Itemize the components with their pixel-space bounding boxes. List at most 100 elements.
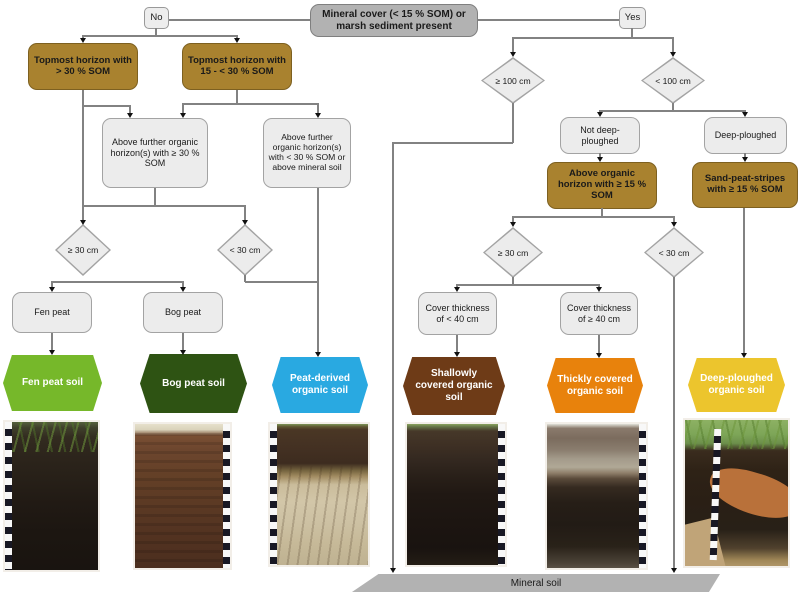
connector-line (154, 188, 156, 206)
cover-ge100-diamond: ≥ 100 cm (481, 57, 545, 104)
connector-line (456, 335, 458, 352)
result-peat-derived-organic-soil: Peat-derived organic soil (272, 357, 368, 413)
arrow-head (596, 156, 603, 162)
connector-line (83, 205, 245, 207)
arrow-head (509, 221, 516, 227)
connector-line (512, 37, 514, 52)
arrow-head (509, 51, 516, 57)
arrow-head (595, 286, 602, 292)
connector-line (183, 103, 318, 105)
arrow-head (79, 37, 86, 43)
arrow-head (233, 37, 240, 43)
connector-line (457, 284, 599, 286)
soil-banding (135, 432, 230, 568)
connector-line (393, 142, 513, 144)
connector-line (83, 105, 130, 107)
branch-yes-box: Yes (619, 7, 646, 29)
thickness-lt30-right-diamond: < 30 cm (644, 227, 704, 278)
connector-line (513, 37, 673, 39)
arrow-head (389, 567, 396, 573)
connector-line (155, 28, 157, 35)
arrow-head (48, 286, 55, 292)
connector-line (83, 35, 237, 37)
arrow-head (453, 286, 460, 292)
arrow-head (314, 351, 321, 357)
connector-line (598, 284, 600, 287)
connector-line (478, 19, 619, 21)
connector-line (244, 205, 246, 220)
connector-line (317, 103, 319, 113)
connector-line (244, 275, 246, 282)
connector-line (673, 216, 675, 222)
arrow-head (670, 221, 677, 227)
arrow-head (596, 111, 603, 117)
cover-thickness-lt40-box: Cover thickness of < 40 cm (418, 292, 497, 335)
connector-line (236, 90, 238, 104)
measuring-tape (5, 422, 12, 570)
arrow-head (741, 111, 748, 117)
connector-line (245, 281, 318, 283)
deep-ploughed-organic-soil-profile-photo (683, 418, 790, 568)
measuring-tape (270, 424, 277, 565)
mineral-soil-bar: Mineral soil (352, 574, 720, 592)
connector-line (744, 153, 746, 157)
bog-peat-soil-profile-photo (133, 422, 232, 570)
connector-line (672, 103, 674, 111)
connector-line (598, 335, 600, 353)
measuring-tape (223, 424, 230, 568)
above-organic-ge15-box: Above organic horizon with ≥ 15 % SOM (547, 162, 657, 209)
connector-line (82, 90, 84, 220)
connector-line (743, 208, 745, 353)
arrow-head (670, 567, 677, 573)
cover-lt100-diamond: < 100 cm (641, 57, 705, 104)
result-shallowly-covered-organic-soil: Shallowly covered organic soil (403, 357, 505, 415)
topmost-horizon-gt30-box: Topmost horizon with > 30 % SOM (28, 43, 138, 90)
connector-line (317, 188, 319, 352)
measuring-tape (639, 424, 646, 568)
connector-line (512, 277, 514, 285)
connector-line (631, 28, 633, 38)
arrow-head (241, 219, 248, 225)
connector-line (513, 216, 674, 218)
connector-line (182, 103, 184, 113)
connector-line (512, 103, 514, 143)
soil-streaks (270, 466, 368, 565)
above-further-ge30-box: Above further organic horizon(s) with ≥ … (102, 118, 208, 188)
arrow-head (79, 219, 86, 225)
thickness-ge30-right-diamond: ≥ 30 cm (483, 227, 543, 278)
grass-texture (5, 422, 98, 452)
thickly-covered-organic-soil-profile-photo (545, 422, 648, 570)
topmost-horizon-15-30-box: Topmost horizon with 15 - < 30 % SOM (182, 43, 292, 90)
connector-line (51, 333, 53, 350)
result-fen-peat-soil: Fen peat soil (3, 355, 102, 411)
arrow-head (48, 349, 55, 355)
thickness-ge30-left-diamond: ≥ 30 cm (55, 224, 111, 276)
shallowly-covered-organic-soil-profile-photo (405, 422, 507, 567)
connector-line (673, 277, 675, 568)
connector-line (182, 333, 184, 350)
peat-derived-organic-soil-profile-photo (268, 422, 370, 567)
fen-peat-soil-profile-photo (3, 420, 100, 572)
sand-peat-stripes-box: Sand-peat-stripes with ≥ 15 % SOM (692, 162, 798, 208)
connector-line (82, 35, 84, 39)
connector-line (456, 284, 458, 287)
sand-patch (685, 517, 726, 566)
root-question-box: Mineral cover (< 15 % SOM) or marsh sedi… (310, 4, 478, 37)
result-thickly-covered-organic-soil: Thickly covered organic soil (547, 358, 643, 413)
mineral-soil-label: Mineral soil (510, 577, 562, 589)
connector-line (392, 142, 394, 568)
branch-no-box: No (144, 7, 169, 29)
above-further-lt30-box: Above further organic horizon(s) with < … (263, 118, 351, 188)
connector-line (169, 19, 310, 21)
thickness-lt30-left-diamond: < 30 cm (217, 224, 273, 276)
fen-peat-box: Fen peat (12, 292, 92, 333)
measuring-tape (498, 424, 505, 565)
cover-thickness-ge40-box: Cover thickness of ≥ 40 cm (560, 292, 638, 335)
grass-texture (685, 420, 788, 450)
arrow-head (595, 352, 602, 358)
arrow-head (179, 349, 186, 355)
bog-peat-box: Bog peat (143, 292, 223, 333)
result-bog-peat-soil: Bog peat soil (140, 354, 247, 413)
arrow-head (741, 156, 748, 162)
